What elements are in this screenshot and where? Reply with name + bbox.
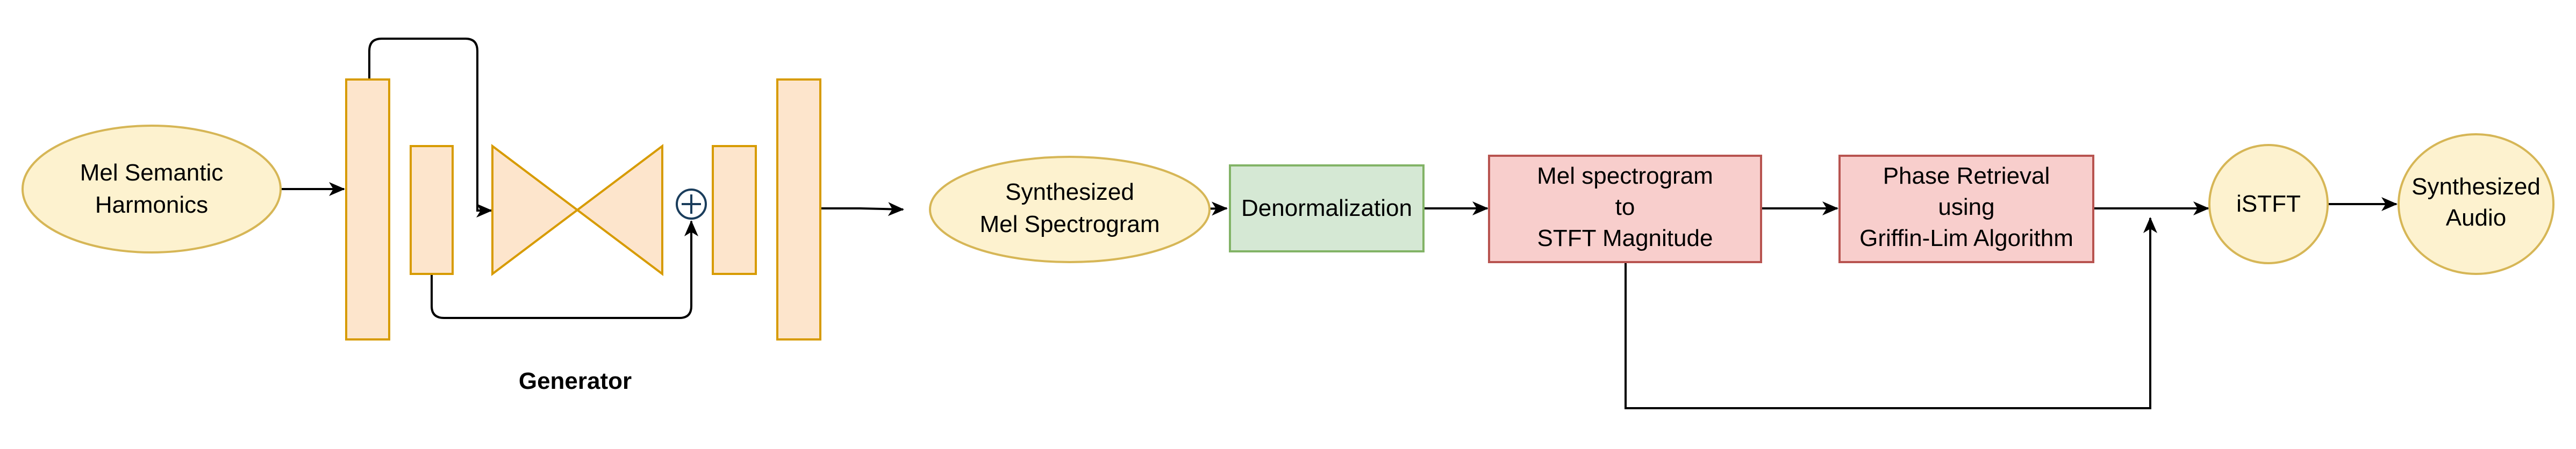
ellipse-shape — [22, 125, 282, 254]
label-line-1: Synthesized — [1005, 179, 1134, 205]
label-line-2: Audio — [2446, 205, 2507, 231]
node-synthesized-audio: Synthesized Audio — [2398, 133, 2554, 275]
generator-layer-4 — [776, 78, 821, 341]
label-line-1: iSTFT — [2236, 191, 2301, 217]
ellipse-shape — [2208, 144, 2329, 264]
ellipse-shape — [929, 156, 1211, 263]
node-istft: iSTFT — [2208, 144, 2329, 264]
node-phase-retrieval: Phase Retrieval using Griffin-Lim Algori… — [1838, 155, 2094, 263]
node-mel-semantic-harmonics: Mel Semantic Harmonics — [22, 125, 282, 254]
edge-skip-top — [368, 38, 492, 218]
node-synthesized-mel-spectrogram: Synthesized Mel Spectrogram — [929, 156, 1211, 263]
plus-icon — [676, 189, 707, 220]
generator-layer-2 — [410, 145, 454, 275]
generator-layer-3 — [712, 145, 757, 275]
label-line-1: Phase Retrieval — [1883, 163, 2050, 189]
label-line-1: Mel spectrogram — [1537, 163, 1713, 189]
label-line-2: to — [1615, 194, 1635, 220]
label-line-1: Synthesized — [2412, 173, 2541, 200]
label-line-3: Griffin-Lim Algorithm — [1859, 225, 2073, 251]
generator-layer-1 — [345, 78, 390, 341]
label-line-1: Denormalization — [1241, 195, 1412, 221]
node-denormalization: Denormalization — [1229, 164, 1425, 252]
box-shape — [1838, 155, 2094, 263]
node-mel-to-stft: Mel spectrogram to STFT Magnitude — [1488, 155, 1762, 263]
edge-stft-to-istft-bypass — [1625, 217, 2157, 409]
label-line-1: Mel Semantic — [80, 160, 224, 186]
edge-generator-to-mel — [819, 202, 904, 216]
edge-skip-bottom — [431, 220, 698, 319]
label-line-2: using — [1938, 194, 1994, 220]
label-line-2: Harmonics — [95, 192, 208, 218]
generator-block: Generator — [345, 78, 821, 394]
label-line-3: STFT Magnitude — [1537, 225, 1713, 251]
label-line-2: Mel Spectrogram — [979, 211, 1160, 237]
generator-encoder-decoder-bowtie — [491, 143, 663, 277]
box-shape — [1488, 155, 1762, 263]
ellipse-shape — [2398, 133, 2554, 275]
box-shape — [1229, 164, 1425, 252]
generator-label: Generator — [519, 368, 632, 394]
